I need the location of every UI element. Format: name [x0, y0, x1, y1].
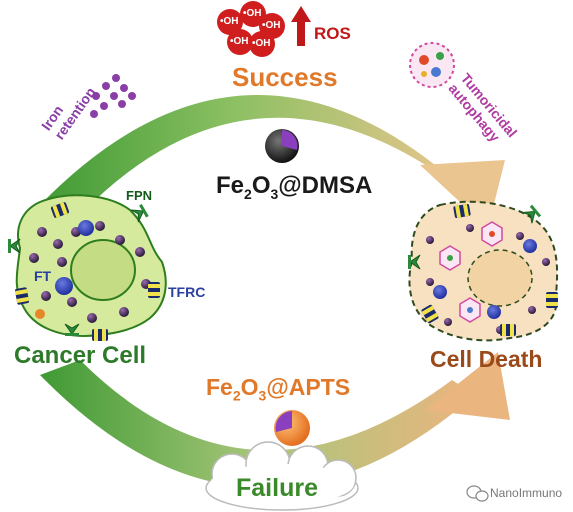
failure-arrow — [40, 360, 475, 488]
oh-label-3: •OH — [262, 20, 281, 31]
wechat-icon — [466, 485, 489, 502]
cancer-cell-nucleus — [70, 239, 136, 301]
oh-label-2: •OH — [243, 8, 262, 19]
ft-label: FT — [34, 268, 52, 284]
cancer-cell — [7, 194, 167, 341]
dmsa-formula: Fe2O3@DMSA — [216, 172, 373, 202]
hydroxyl-radicals-icon — [217, 1, 285, 57]
dmsa-nanoparticle-icon — [265, 129, 299, 163]
ferritin-icon — [55, 277, 73, 295]
autophagosome-icon — [409, 42, 455, 88]
cell-death-label: Cell Death — [430, 346, 543, 372]
ros-label: ROS — [314, 24, 351, 43]
success-label: Success — [232, 62, 338, 92]
failure-cloud — [205, 441, 359, 511]
cancer-cell-label: Cancer Cell — [14, 342, 147, 369]
success-arrow — [40, 94, 470, 215]
iron-particles-icon — [90, 74, 136, 118]
tfrc-label: TFRC — [168, 284, 206, 300]
failure-label: Failure — [236, 474, 318, 502]
fpn-label: FPN — [126, 188, 152, 203]
ros-up-arrow-icon — [291, 6, 311, 46]
oh-label-5: •OH — [252, 38, 271, 49]
oh-label-1: •OH — [220, 16, 239, 27]
apts-nanoparticle-icon — [274, 410, 310, 446]
oh-label-4: •OH — [230, 36, 249, 47]
apts-formula: Fe2O3@APTS — [206, 374, 351, 404]
dying-cell — [407, 200, 559, 342]
failure-arrowhead — [425, 352, 510, 420]
watermark-text: NanoImmuno — [490, 486, 563, 500]
